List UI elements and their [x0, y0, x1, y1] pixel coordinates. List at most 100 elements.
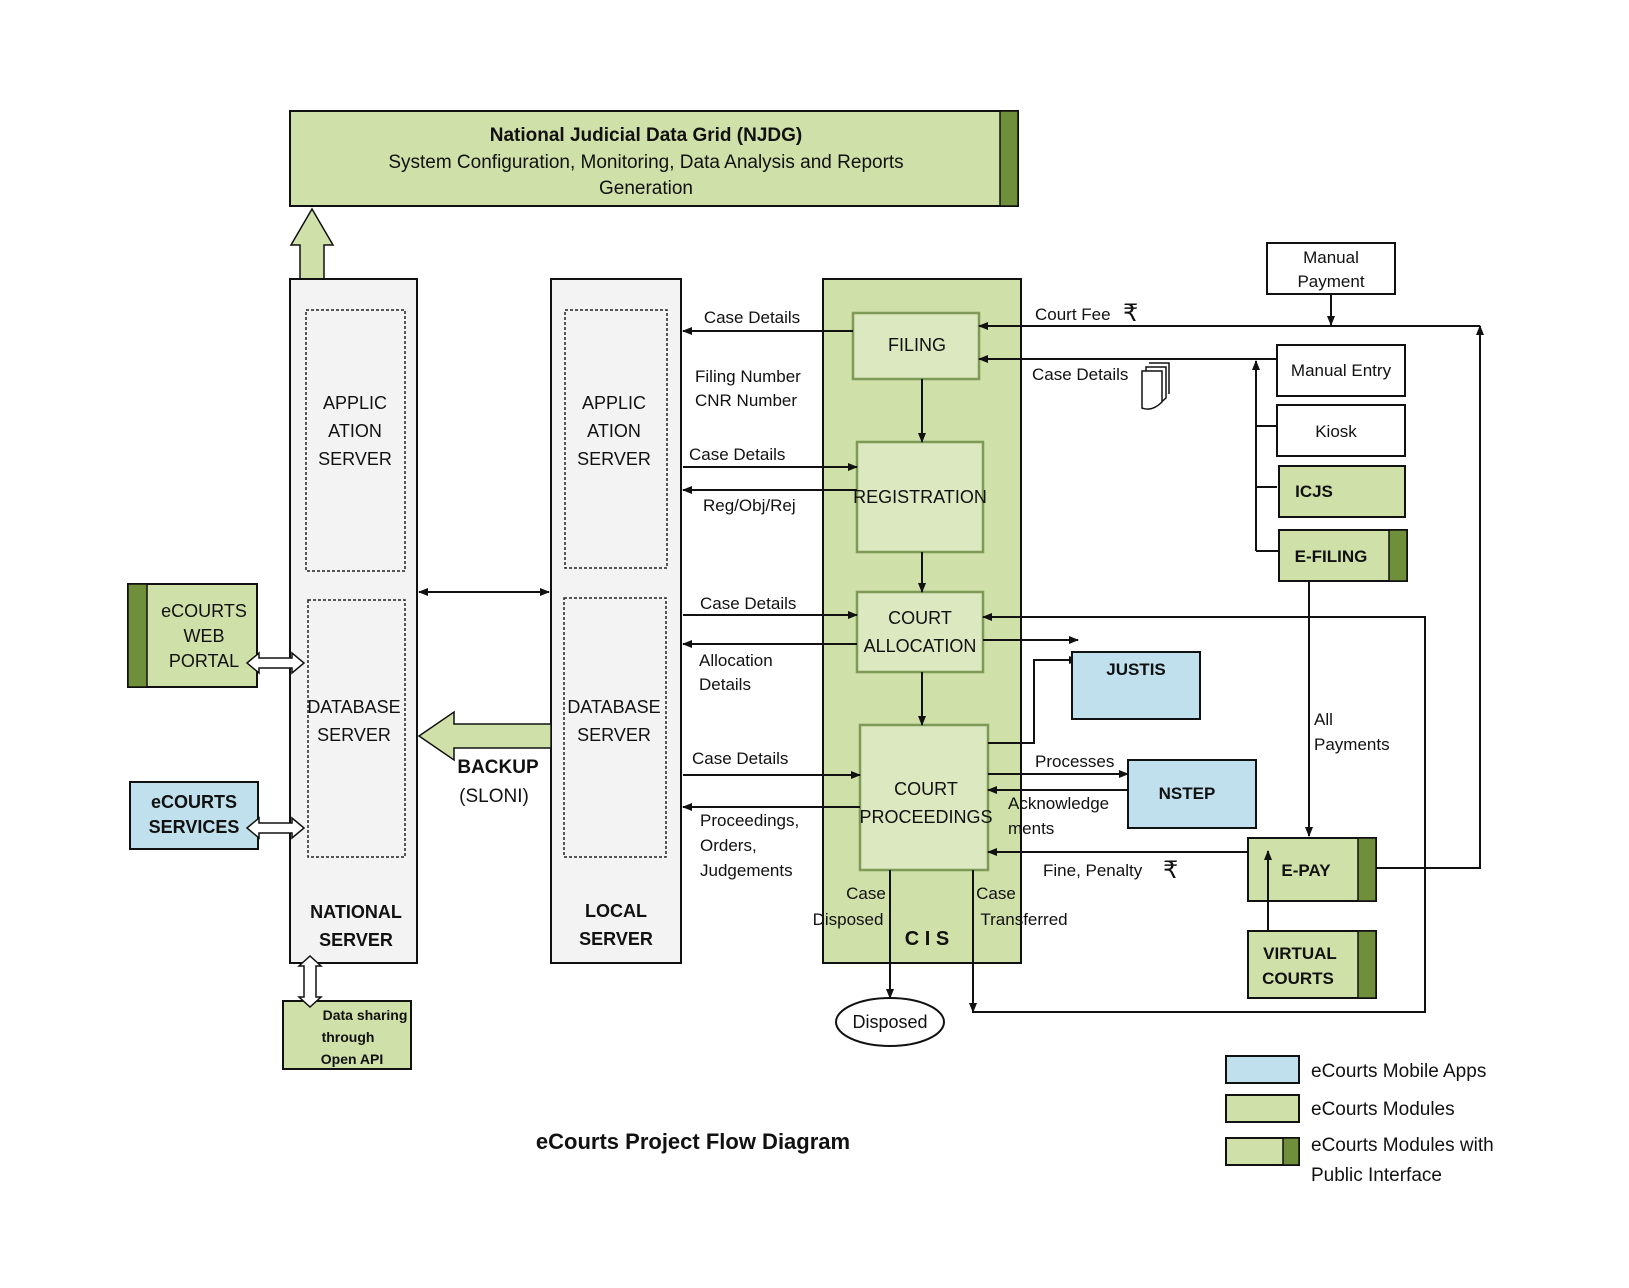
- njdg-line2: Generation: [599, 178, 693, 199]
- legend-mobile-label: eCourts Mobile Apps: [1311, 1061, 1486, 1082]
- legend-modules-label: eCourts Modules: [1311, 1099, 1455, 1120]
- njdg-box: National Judicial Data Grid (NJDG) Syste…: [289, 110, 1019, 207]
- njdg-title: National Judicial Data Grid (NJDG): [490, 125, 803, 146]
- case-disposed-l1: Case: [846, 884, 886, 903]
- nstep-box: NSTEP: [1127, 759, 1257, 829]
- case-details-2: Case Details: [689, 445, 785, 464]
- fine-penalty-rupee-icon: ₹: [1163, 857, 1178, 884]
- case-transferred-l1: Case: [976, 884, 1016, 903]
- open-api-link-arrow: [297, 954, 323, 1009]
- local-app-server-l2: ATION: [587, 421, 641, 441]
- epay-box: E-PAY: [1247, 837, 1377, 902]
- local-db-server-l1: DATABASE: [567, 697, 660, 717]
- allocation-l2: ALLOCATION: [864, 636, 977, 656]
- case-disposed-l2: Disposed: [813, 910, 884, 929]
- ack-l2: ments: [1008, 819, 1054, 838]
- disposed-node: Disposed: [835, 997, 945, 1047]
- web-portal-l3: PORTAL: [169, 651, 239, 671]
- national-app-server-l2: ATION: [328, 421, 382, 441]
- virtual-l2: COURTS: [1262, 969, 1334, 988]
- manual-entry-box: Manual Entry: [1276, 344, 1406, 397]
- manual-entry-label: Manual Entry: [1291, 361, 1392, 380]
- open-api-l3: Open API: [321, 1051, 384, 1067]
- case-details-1: Case Details: [704, 308, 800, 327]
- legend: eCourts Mobile Apps eCourts Modules eCou…: [1225, 1055, 1494, 1186]
- case-details-right: Case Details: [1032, 365, 1128, 384]
- local-app-server-l1: APPLIC: [582, 393, 646, 413]
- ack-l1: Acknowledge: [1008, 794, 1109, 813]
- all-payments-l1: All: [1314, 710, 1333, 729]
- icjs-box: ICJS: [1278, 465, 1406, 518]
- manual-payment-l2: Payment: [1297, 272, 1364, 291]
- efiling-box: E-FILING: [1278, 529, 1408, 582]
- backup-sloni-label: (SLONI): [459, 786, 529, 807]
- proceedings-l3-label: Judgements: [700, 861, 793, 880]
- local-server-label-l1: LOCAL: [585, 901, 647, 921]
- justis-box: JUSTIS: [1071, 651, 1201, 720]
- court-fee-line: [1372, 325, 1484, 869]
- legend-public-l1: eCourts Modules with: [1311, 1135, 1494, 1156]
- legend-modules-swatch: [1225, 1094, 1300, 1123]
- diagram-caption: eCourts Project Flow Diagram: [536, 1129, 850, 1154]
- backup-arrow: [417, 710, 552, 762]
- reg-obj-rej-label: Reg/Obj/Rej: [703, 496, 796, 515]
- open-api-l2: through: [322, 1029, 375, 1045]
- local-server: APPLIC ATION SERVER DATABASE SERVER LOCA…: [550, 278, 682, 964]
- registration-box: REGISTRATION: [853, 440, 987, 554]
- cis-label: C I S: [905, 928, 949, 950]
- proceedings-to-justis-arrow: [988, 656, 1079, 744]
- epay-label: E-PAY: [1281, 861, 1331, 880]
- services-l2: SERVICES: [149, 817, 240, 837]
- web-portal-l2: WEB: [183, 626, 224, 646]
- proceedings-l2-label: Orders,: [700, 836, 757, 855]
- case-transferred-loop: [972, 613, 1426, 1013]
- filing-number-label: Filing Number: [695, 367, 801, 386]
- national-server-label-l1: NATIONAL: [310, 902, 402, 922]
- case-details-4: Case Details: [692, 749, 788, 768]
- national-server-label-l2: SERVER: [319, 930, 393, 950]
- ecourts-web-portal: eCOURTS WEB PORTAL: [127, 583, 258, 688]
- proceedings-l1-label: Proceedings,: [700, 811, 799, 830]
- manual-payment-box: Manual Payment: [1266, 242, 1396, 295]
- ecourts-services: eCOURTS SERVICES: [129, 781, 259, 850]
- local-app-server-l3: SERVER: [577, 449, 651, 469]
- filing-box: FILING: [851, 311, 981, 381]
- document-icon: [1141, 362, 1170, 410]
- proceedings-l1: COURT: [894, 779, 958, 799]
- local-db-server-l2: SERVER: [577, 725, 651, 745]
- kiosk-box: Kiosk: [1276, 404, 1406, 457]
- disposed-label: Disposed: [852, 1012, 927, 1032]
- cnr-number-label: CNR Number: [695, 391, 797, 410]
- allocation-details-l1: Allocation: [699, 651, 773, 670]
- services-l1: eCOURTS: [151, 792, 237, 812]
- court-proceedings-box: COURT PROCEEDINGS: [858, 723, 993, 872]
- fine-penalty-label: Fine, Penalty: [1043, 861, 1143, 880]
- allocation-details-l2: Details: [699, 675, 751, 694]
- virtual-l1: VIRTUAL: [1263, 944, 1337, 963]
- legend-public-l2: Public Interface: [1311, 1165, 1442, 1186]
- proceedings-l2: PROCEEDINGS: [859, 807, 992, 827]
- nstep-label: NSTEP: [1159, 784, 1216, 803]
- virtual-courts-box: VIRTUAL COURTS: [1247, 930, 1377, 999]
- legend-mobile-swatch: [1225, 1055, 1300, 1084]
- manual-payment-l1: Manual: [1303, 248, 1359, 267]
- open-api-l1: Data sharing: [323, 1007, 408, 1023]
- all-payments-l2: Payments: [1314, 735, 1390, 754]
- icjs-label: ICJS: [1295, 482, 1333, 501]
- services-link-arrow: [245, 816, 306, 840]
- backup-label: BACKUP: [457, 757, 539, 778]
- case-transferred-l2: Transferred: [980, 910, 1067, 929]
- national-db-server-l1: DATABASE: [307, 697, 400, 717]
- justis-label: JUSTIS: [1106, 660, 1166, 679]
- national-app-server-l3: SERVER: [318, 449, 392, 469]
- national-app-server-l1: APPLIC: [323, 393, 387, 413]
- njdg-line1: System Configuration, Monitoring, Data A…: [388, 152, 903, 173]
- national-server: APPLIC ATION SERVER DATABASE SERVER NATI…: [289, 278, 418, 964]
- local-server-label-l2: SERVER: [579, 929, 653, 949]
- national-to-njdg-arrow: [289, 207, 335, 280]
- open-api-box: Data sharing through Open API: [282, 1000, 412, 1070]
- registration-label: REGISTRATION: [853, 487, 987, 507]
- filing-label: FILING: [888, 335, 946, 355]
- web-portal-l1: eCOURTS: [161, 601, 247, 621]
